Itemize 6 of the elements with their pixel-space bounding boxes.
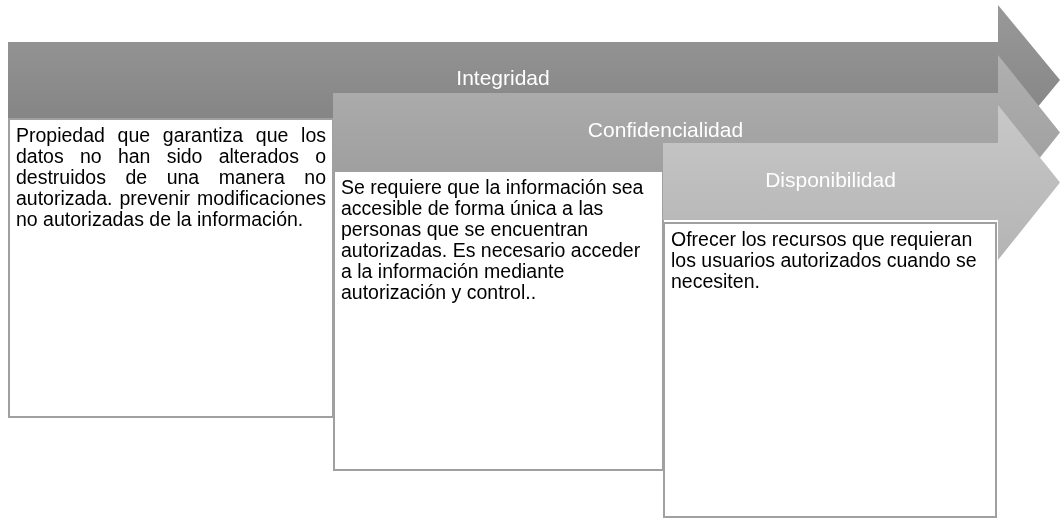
arrow-title: Disponibilidad: [765, 167, 896, 192]
text-box: Se requiere que la información sea accesible de forma única a las personas que se encuentran autorizadas. Es necesario acceder a la información mediante autorización y control..: [333, 170, 664, 471]
text-box: Ofrecer los recursos que requieran los usuarios autorizados cuando se necesiten.: [663, 222, 997, 518]
text-box: Propiedad que garantiza que los datos no han sido alterados o destruidos de una manera no autorizada. prevenir modificaciones no autorizadas de la información.: [8, 118, 334, 418]
arrow-title: Confidencialidad: [587, 117, 744, 142]
arrow-title: Integridad: [456, 66, 550, 90]
